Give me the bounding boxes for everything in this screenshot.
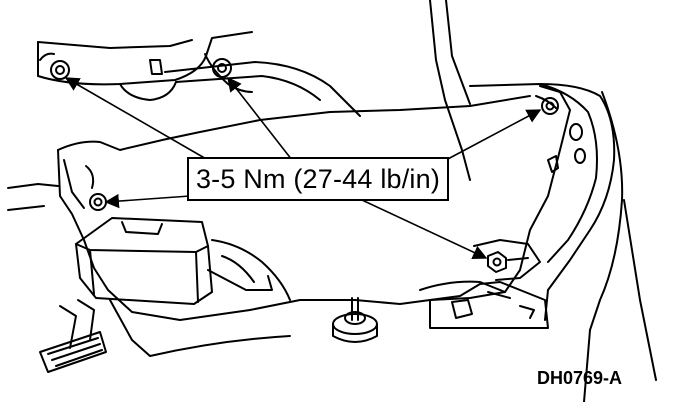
lower-right-bracket — [429, 239, 549, 329]
knee-bolster-panel — [57, 85, 571, 321]
electronic-module — [75, 217, 291, 305]
arrow-to-nut-lower-right — [361, 199, 488, 260]
torque-callout-text: 3-5 Nm (27-44 lb/in) — [195, 163, 441, 194]
arrow-to-nut-middle-left — [104, 193, 191, 209]
steering-column-support — [164, 53, 361, 117]
torque-callout: 3-5 Nm (27-44 lb/in) — [187, 157, 449, 201]
arrow-to-nut-upper-center — [227, 76, 293, 161]
floor-edge — [7, 183, 291, 357]
leader-arrows — [64, 76, 542, 260]
upper-dash-bracket — [37, 31, 253, 101]
figure-id: DH0769-A — [537, 368, 623, 388]
center-stud — [332, 297, 378, 343]
brake-pedal — [39, 299, 107, 373]
nut-upper-right — [541, 97, 559, 115]
arrow-to-nut-upper-left — [64, 77, 209, 161]
nut-upper-left — [50, 60, 70, 80]
nut-lower-right — [487, 251, 507, 273]
arrow-to-nut-upper-right — [445, 109, 542, 161]
nut-middle-left — [89, 193, 107, 211]
nut-upper-center — [212, 58, 232, 78]
right-side-panel — [429, 0, 657, 402]
